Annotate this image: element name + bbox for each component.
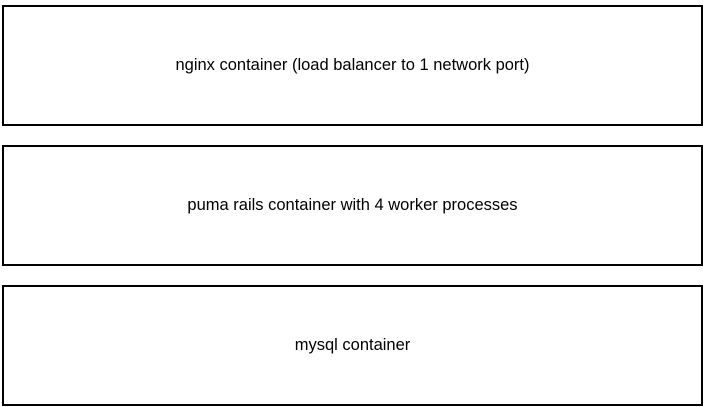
puma-rails-container-box: puma rails container with 4 worker proce…	[2, 145, 703, 266]
nginx-container-box: nginx container (load balancer to 1 netw…	[2, 5, 703, 126]
puma-rails-container-label: puma rails container with 4 worker proce…	[187, 196, 518, 214]
nginx-container-label: nginx container (load balancer to 1 netw…	[175, 56, 530, 74]
mysql-container-box: mysql container	[2, 285, 703, 406]
mysql-container-label: mysql container	[294, 336, 411, 354]
